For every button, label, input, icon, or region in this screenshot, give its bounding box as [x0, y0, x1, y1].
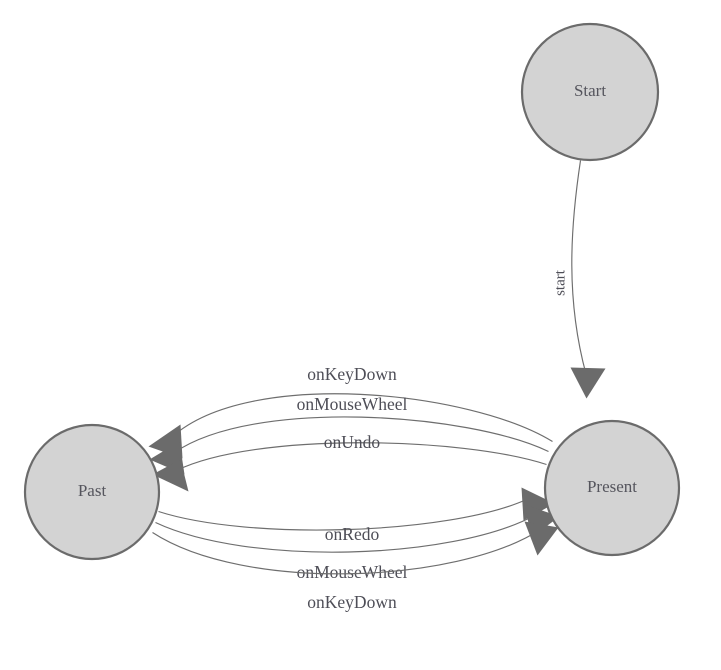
edge-path-past-present-1 — [158, 498, 527, 531]
edge-path-past-present-3 — [152, 529, 541, 575]
edge-label-past-present-3: onKeyDown — [307, 592, 397, 612]
arrowhead-present-past-3 — [152, 459, 189, 492]
edge-past-to-present-onredo[interactable]: onRedo — [158, 487, 555, 545]
arrowhead-past-present-3 — [524, 521, 559, 556]
edge-label-present-past-2: onMouseWheel — [297, 394, 408, 414]
edge-label-present-past-1: onKeyDown — [307, 364, 397, 384]
node-past-label: Past — [78, 481, 107, 500]
node-present-label: Present — [587, 477, 637, 496]
edge-start-to-present[interactable]: start — [552, 160, 606, 399]
edge-label-past-present-2: onMouseWheel — [297, 562, 408, 582]
edge-label-start: start — [552, 269, 568, 296]
edge-present-to-past-onundo[interactable]: onUndo — [152, 432, 547, 492]
edge-path-present-past-3 — [176, 442, 547, 472]
edge-path-start-present — [571, 160, 587, 375]
node-start-circle[interactable] — [520, 22, 660, 162]
node-present[interactable]: Present — [543, 419, 681, 557]
edge-past-to-present-onkeydown[interactable]: onKeyDown — [152, 521, 559, 613]
edge-path-past-present-2 — [155, 514, 535, 553]
edge-label-past-present-1: onRedo — [325, 524, 380, 544]
node-past-circle[interactable] — [23, 423, 161, 561]
node-start[interactable]: Start — [520, 22, 660, 162]
edge-path-present-past-1 — [172, 393, 553, 442]
node-past[interactable]: Past — [23, 423, 161, 561]
edge-path-present-past-2 — [174, 416, 549, 453]
edge-label-present-past-3: onUndo — [324, 432, 381, 452]
node-start-label: Start — [574, 81, 606, 100]
arrowhead-start-present — [570, 367, 606, 399]
node-present-circle[interactable] — [543, 419, 681, 557]
